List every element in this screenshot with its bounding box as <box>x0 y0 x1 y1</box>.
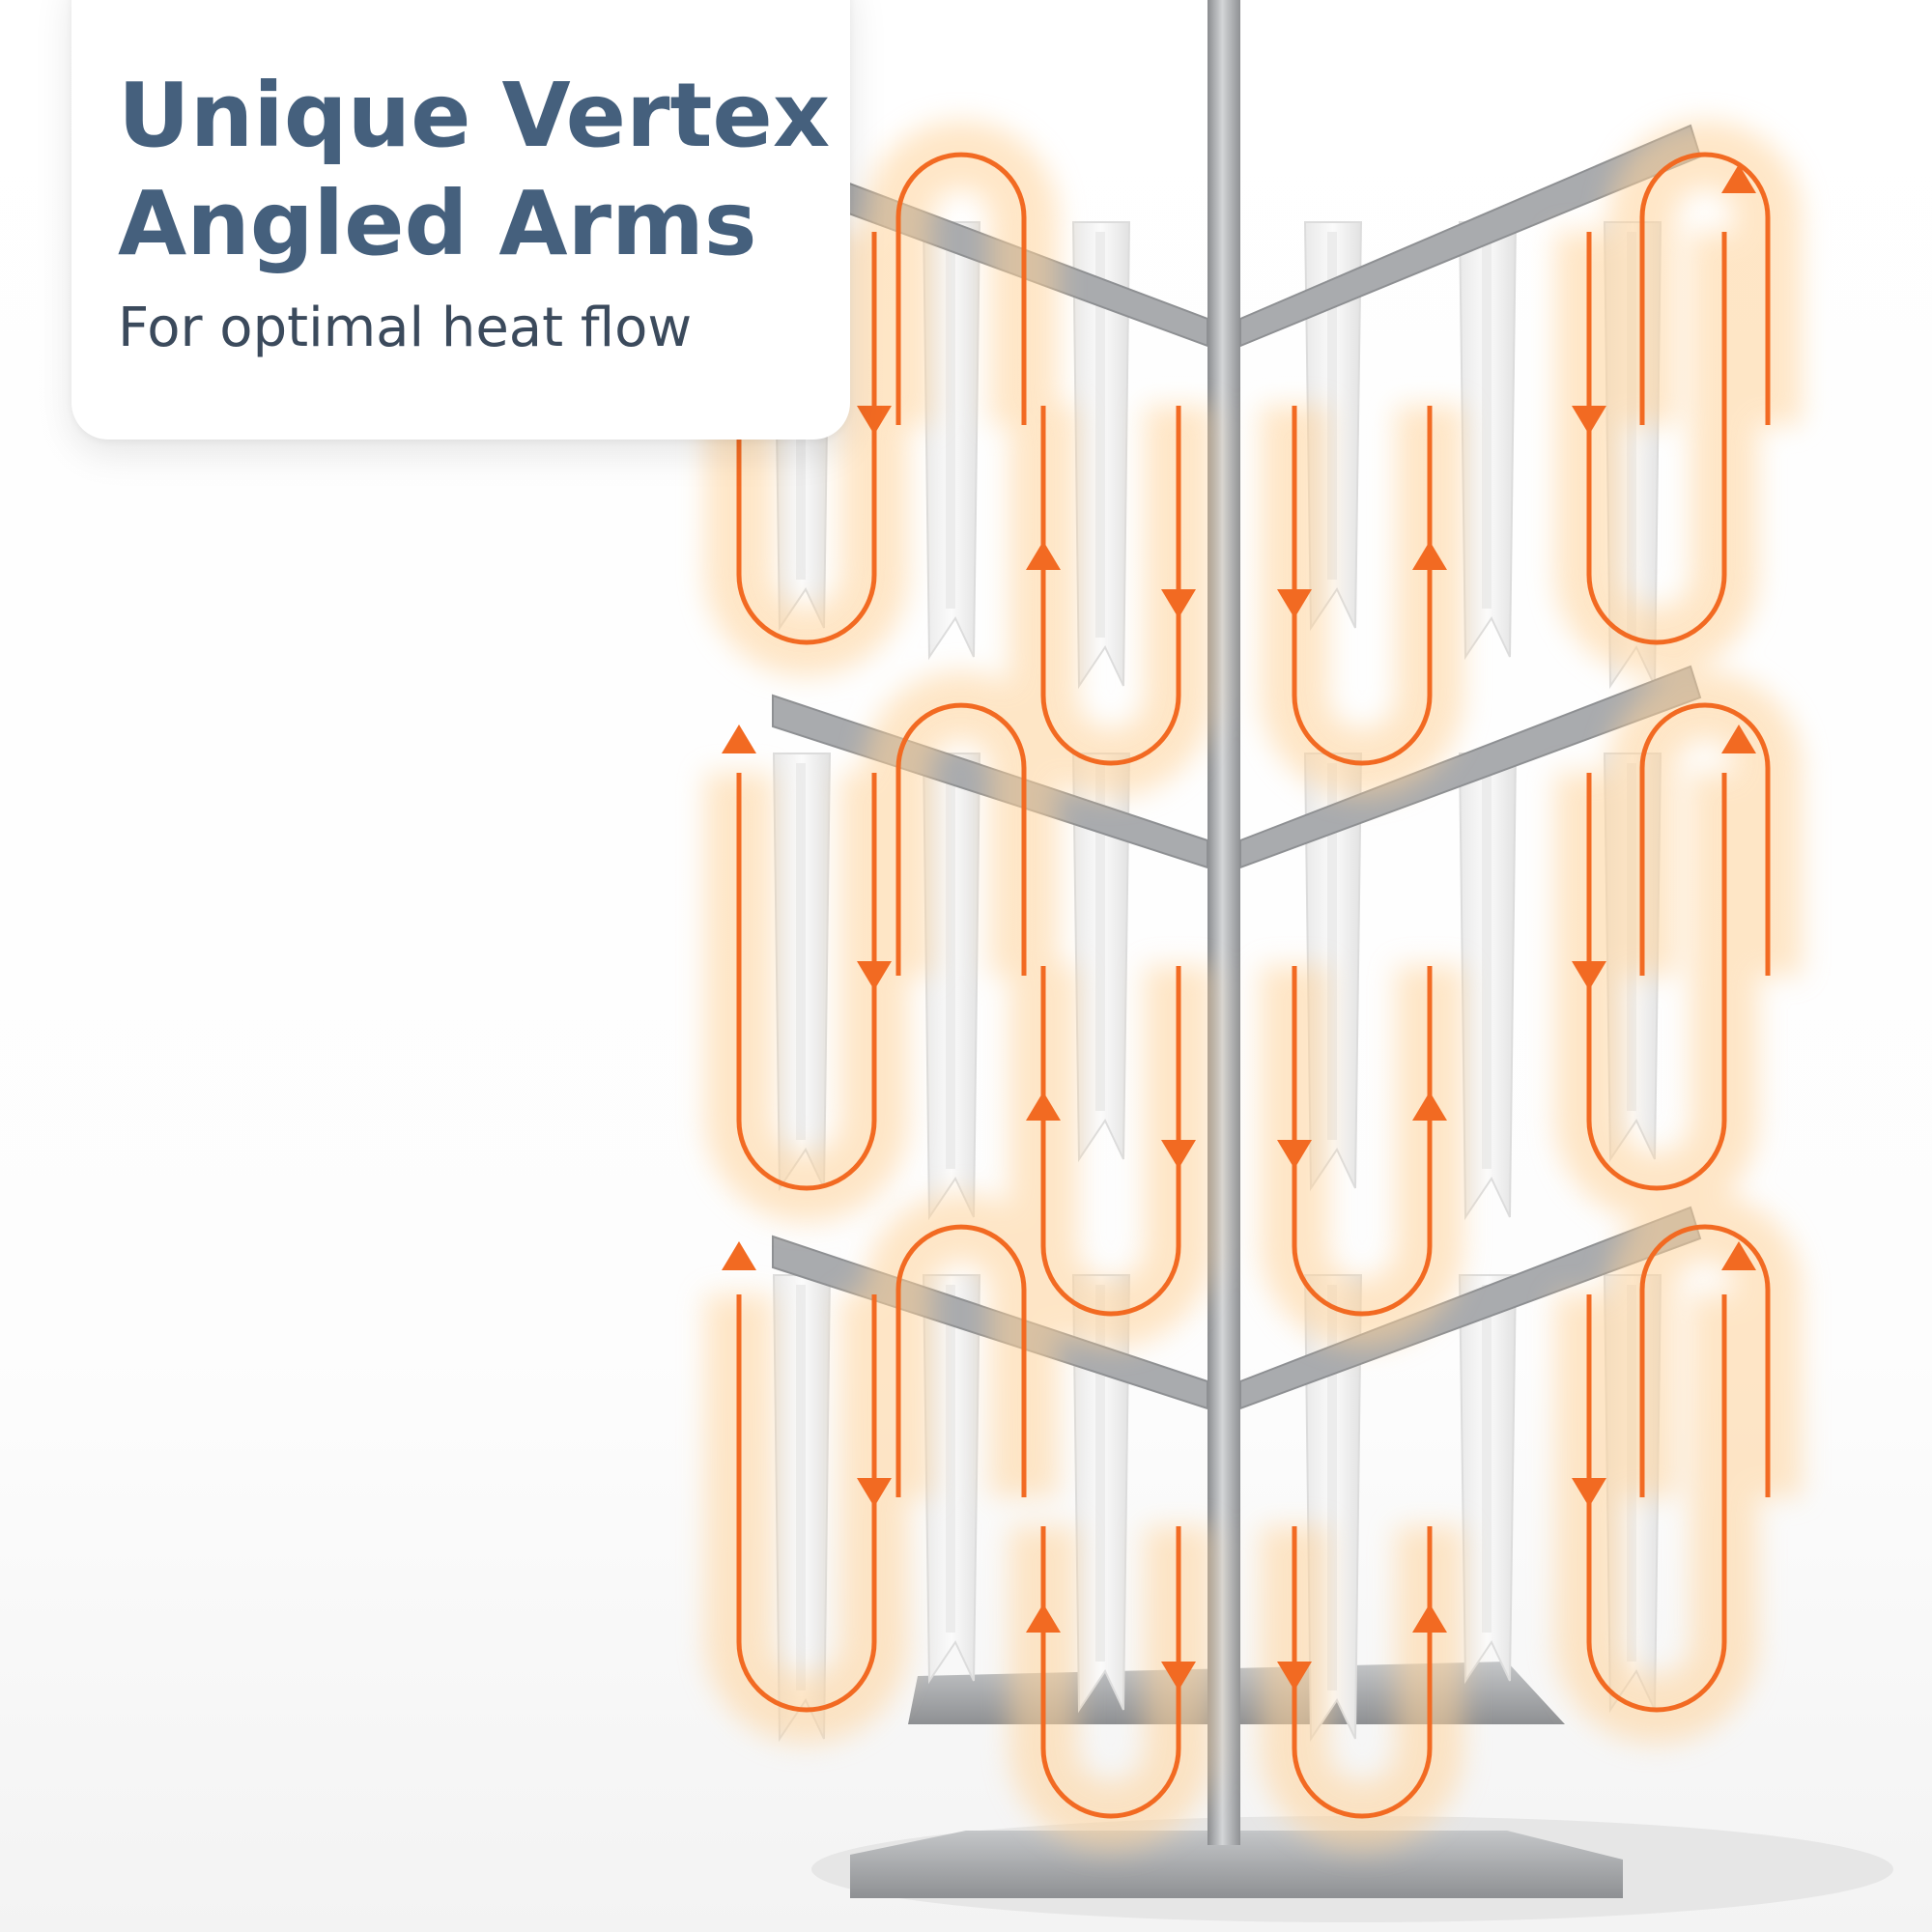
flow-arrow-icon <box>857 1478 892 1507</box>
flow-arrow-icon <box>1026 1604 1061 1633</box>
callout-title-line-2: Angled Arms <box>118 172 757 275</box>
flow-arrow-icon <box>1026 1092 1061 1121</box>
flow-arrow-icon <box>722 724 756 753</box>
heat-glow-band <box>1261 966 1463 1348</box>
cloth-fold <box>1327 1285 1337 1690</box>
heat-flow-loop <box>1586 773 1727 1191</box>
flow-arrow-icon <box>722 1241 756 1270</box>
flow-arrow-icon <box>1572 406 1606 435</box>
cloth-fold <box>1327 763 1337 1140</box>
heat-flow-paths <box>722 152 1771 1819</box>
flow-arrow-icon <box>1412 1604 1447 1633</box>
heat-flow-loop <box>736 232 877 645</box>
heat-flow-loop <box>1292 406 1433 766</box>
cloth-fold <box>1095 1285 1105 1662</box>
heat-flow-loop <box>1292 966 1433 1317</box>
flow-arrow-icon <box>1277 1662 1312 1690</box>
cloth-fold <box>1482 232 1492 609</box>
rack-front-base <box>850 1831 1623 1898</box>
rack-pole <box>1208 0 1240 1845</box>
flow-arrow-icon <box>1161 1140 1196 1169</box>
flow-arrow-icon <box>1161 1662 1196 1690</box>
callout-subtitle: For optimal heat flow <box>118 297 693 359</box>
cloth-fold <box>946 1285 955 1633</box>
cloth-fold <box>796 763 806 1140</box>
heat-flow-loop <box>895 702 1027 976</box>
heat-flow-loop <box>895 1224 1027 1497</box>
heat-glow-band <box>1261 406 1463 797</box>
cloth-fold <box>1482 763 1492 1169</box>
cloth-fold <box>946 232 955 609</box>
heat-flow-loop <box>736 773 877 1191</box>
flow-arrow-icon <box>1277 589 1312 618</box>
heat-flow-loop <box>1040 1526 1181 1819</box>
callout-title-line-1: Unique Vertex <box>118 64 831 167</box>
cloth-fold <box>946 763 955 1169</box>
heat-flow-loop <box>1040 406 1181 766</box>
heat-flow-loop <box>1639 152 1771 425</box>
heat-flow-loop <box>895 152 1027 425</box>
cloth-fold <box>796 1285 806 1690</box>
heat-flow-loop <box>1586 232 1727 645</box>
heat-flow-loop <box>1040 966 1181 1317</box>
heat-glow <box>705 121 1802 1850</box>
flow-arrow-icon <box>1721 1241 1756 1270</box>
cloth-fold <box>1095 232 1105 638</box>
heat-flow-loop <box>736 1294 877 1713</box>
flow-arrow-icon <box>1572 961 1606 990</box>
flow-arrow-icon <box>1412 1092 1447 1121</box>
heat-flow-loop <box>1292 1526 1433 1819</box>
flow-arrow-icon <box>1026 541 1061 570</box>
flow-arrow-icon <box>857 961 892 990</box>
flow-arrow-icon <box>857 406 892 435</box>
flow-arrow-icon <box>1277 1140 1312 1169</box>
flow-arrow-icon <box>1572 1478 1606 1507</box>
flow-arrow-icon <box>1721 724 1756 753</box>
flow-arrow-icon <box>1161 589 1196 618</box>
cloth-fold <box>1627 232 1636 638</box>
cloth-fold <box>1095 763 1105 1111</box>
feature-callout-card: Unique Vertex Angled Arms For optimal he… <box>71 0 850 440</box>
flow-arrow-icon <box>1721 164 1756 193</box>
cloth-fold <box>1327 232 1337 580</box>
heat-flow-loop <box>1586 1294 1727 1713</box>
heat-flow-loop <box>1639 702 1771 976</box>
flow-arrow-icon <box>1412 541 1447 570</box>
cloth-fold <box>1482 1285 1492 1633</box>
heat-flow-loop <box>1639 1224 1771 1497</box>
